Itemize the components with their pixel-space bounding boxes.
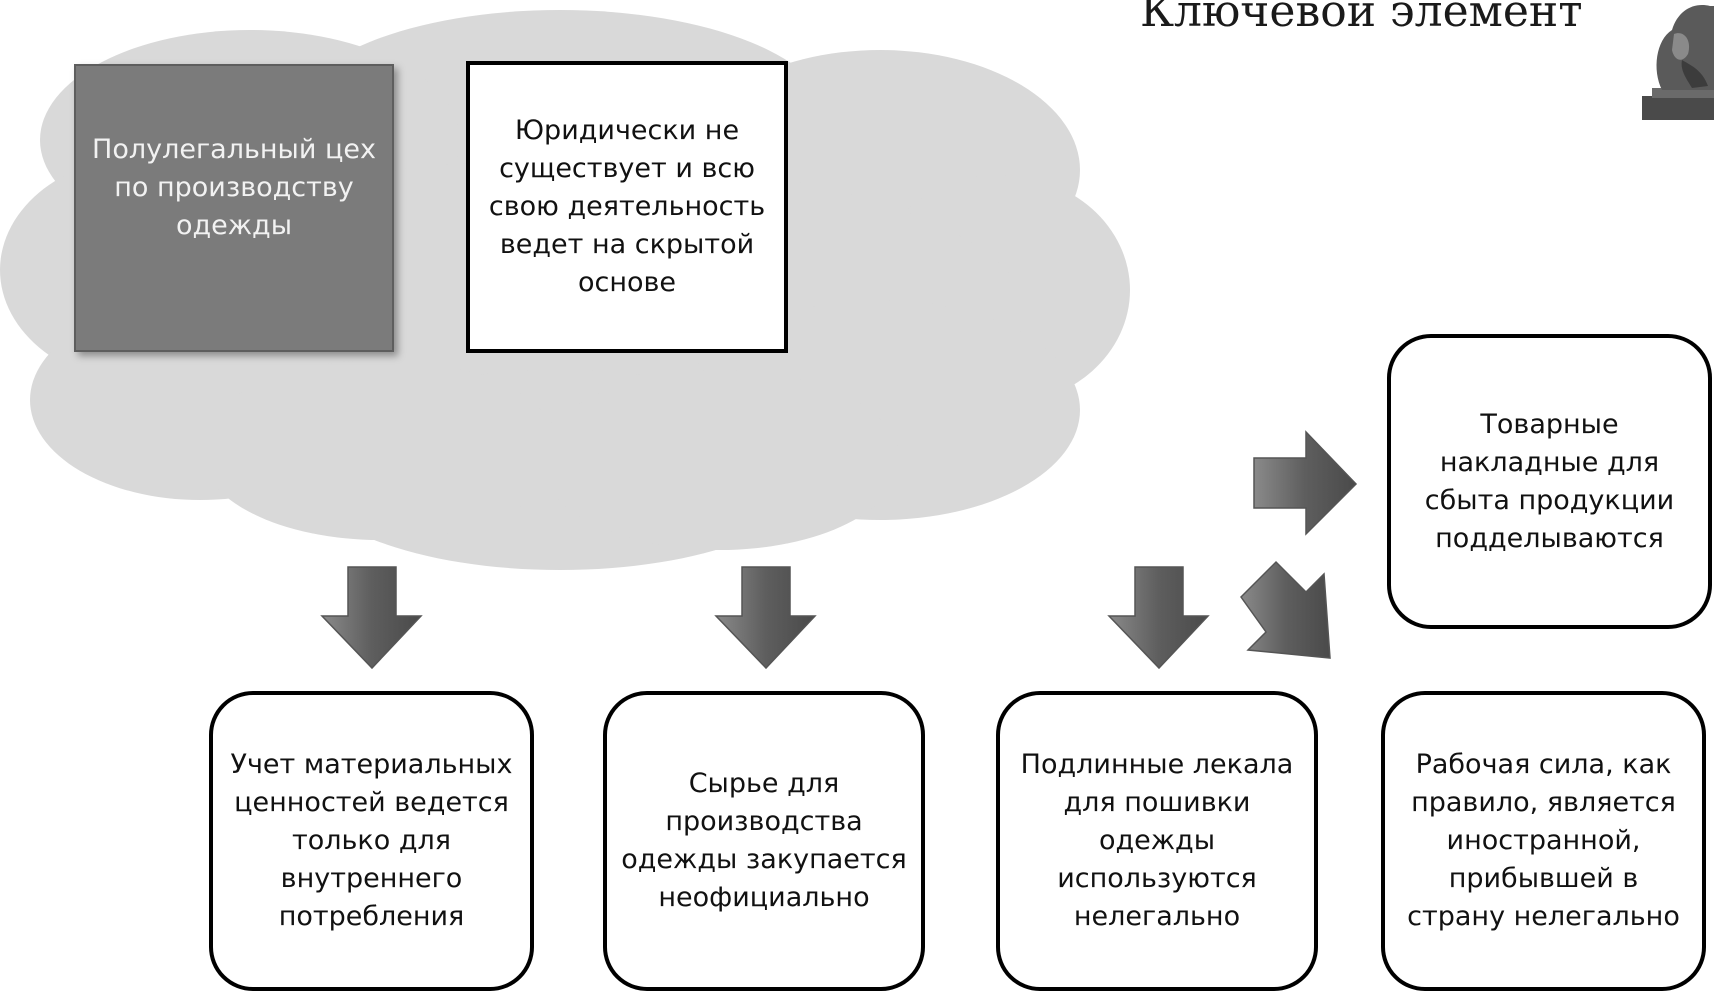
right-arrow-icon (1253, 430, 1358, 536)
invoices-text: Товарные накладные для сбыта продукции п… (1424, 408, 1675, 554)
invoices-box: Товарные накладные для сбыта продукции п… (1387, 334, 1712, 629)
down-arrow-icon (714, 566, 817, 670)
accounting-box: Учет материальных ценностей ведется толь… (209, 691, 534, 991)
down-arrow-icon (320, 566, 423, 670)
workforce-text: Рабочая сила, как правило, является инос… (1407, 749, 1680, 932)
patterns-text: Подлинные лекала для пошивки одежды испо… (1020, 749, 1294, 932)
diagonal-arrow-icon (1240, 560, 1331, 659)
workforce-box: Рабочая сила, как правило, является инос… (1381, 691, 1706, 991)
legal-status-text: Юридически не существует и всю свою деят… (488, 115, 766, 298)
raw-materials-text: Сырье для производства одежды закупается… (621, 768, 907, 913)
patterns-box: Подлинные лекала для пошивки одежды испо… (996, 691, 1318, 991)
down-arrow-icon (1107, 566, 1210, 670)
slide-title: Ключевой элемент (1140, 0, 1583, 37)
thinker-statue-icon (1642, 5, 1714, 120)
semi-legal-workshop-text: Полулегальный цех по производству одежды (92, 134, 376, 241)
semi-legal-workshop-box: Полулегальный цех по производству одежды (74, 64, 394, 352)
raw-materials-box: Сырье для производства одежды закупается… (603, 691, 925, 991)
accounting-text: Учет материальных ценностей ведется толь… (230, 749, 513, 932)
legal-status-box: Юридически не существует и всю свою деят… (466, 61, 788, 353)
